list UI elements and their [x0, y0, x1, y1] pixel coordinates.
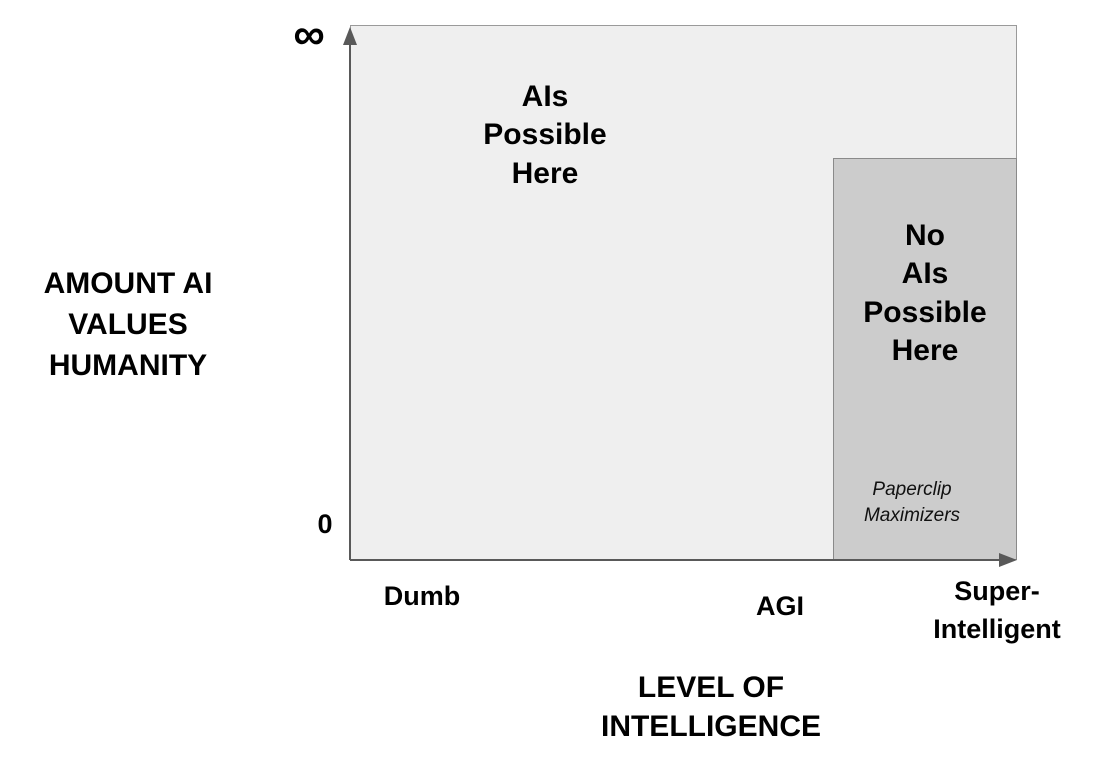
paperclip-maximizers-label: Paperclip Maximizers	[863, 479, 961, 526]
x-tick-dumb: Dumb	[383, 581, 461, 611]
no-ai-region-label: No AIs Possible Here	[863, 219, 987, 368]
x-tick-agi: AGI	[755, 591, 804, 621]
y-axis-top-label: ∞	[293, 10, 325, 59]
x-axis-title: LEVEL OF INTELLIGENCE	[600, 671, 821, 743]
y-axis-zero-label: 0	[317, 509, 333, 539]
x-tick-superintelligent: Super- Intelligent	[933, 576, 1061, 644]
y-axis-title: AMOUNT AI VALUES HUMANITY	[43, 267, 213, 383]
possible-region-label: AIs Possible Here	[483, 80, 607, 190]
no-ai-region	[833, 158, 1017, 560]
